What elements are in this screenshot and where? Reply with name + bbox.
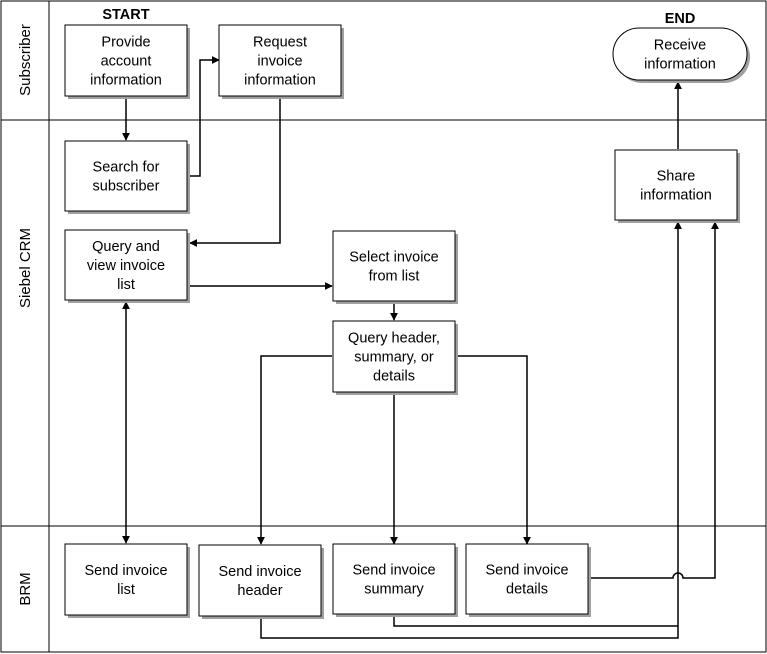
node-label-line: Send invoice	[485, 563, 568, 579]
edge-query-to-send-header	[257, 355, 332, 545]
node-label-line: information	[644, 57, 716, 73]
node-label-line: list	[117, 277, 135, 293]
node-label-line: view invoice	[87, 258, 165, 274]
node-receive-information: Receive information	[612, 27, 750, 83]
node-label-line: information	[244, 73, 316, 89]
node-query-header-summary-details: Query header, summary, or details	[332, 320, 458, 395]
node-send-invoice-summary: Send invoice summary	[332, 543, 458, 617]
end-label: END	[665, 11, 696, 27]
node-label-line: Send invoice	[84, 563, 167, 579]
node-send-invoice-header: Send invoice header	[198, 544, 324, 619]
lane-label-subscriber: Subscriber	[17, 24, 34, 96]
node-label-line: summary	[364, 582, 424, 598]
edge-send-summary-to-share	[393, 614, 678, 627]
node-send-invoice-list: Send invoice list	[64, 543, 190, 618]
node-label-line: Receive	[654, 38, 706, 54]
node-box	[218, 24, 342, 97]
node-label-line: header	[237, 583, 282, 599]
node-search-subscriber: Search for subscriber	[64, 140, 190, 214]
node-box	[332, 320, 456, 393]
node-provide-account-info: Provide account information	[64, 24, 190, 99]
node-box	[465, 543, 589, 615]
node-label-line: information	[640, 188, 712, 204]
node-box	[332, 230, 456, 302]
node-label-line: account	[101, 54, 152, 70]
node-box	[64, 229, 188, 301]
edge-send-details-to-share	[588, 221, 719, 579]
node-label-line: Query header,	[348, 331, 440, 347]
node-label-line: details	[506, 582, 548, 598]
edge-search-to-request	[188, 56, 220, 177]
lane-label-brm: BRM	[17, 572, 34, 605]
node-label-line: Send invoice	[218, 564, 301, 580]
node-label-line: Provide	[101, 35, 150, 51]
node-box	[614, 149, 738, 221]
node-label-line: Search for	[93, 160, 160, 176]
node-select-invoice: Select invoice from list	[332, 230, 458, 304]
node-box	[64, 24, 188, 97]
nodes: Provide account information Request invoice i…	[64, 24, 750, 619]
node-label-line: from list	[369, 269, 420, 285]
node-label-line: summary, or	[354, 350, 434, 366]
edge-request-to-query-list	[189, 96, 281, 247]
node-share-information: Share information	[614, 149, 740, 223]
lane-label-siebel-crm: Siebel CRM	[17, 228, 34, 308]
node-label-line: subscriber	[93, 179, 160, 195]
node-label-line: information	[90, 73, 162, 89]
node-query-view-invoice-list: Query and view invoice list	[64, 229, 190, 303]
node-label-line: list	[117, 582, 135, 598]
node-label-line: Send invoice	[352, 563, 435, 579]
node-box	[64, 140, 188, 212]
node-box	[612, 27, 748, 81]
node-label-line: Select invoice	[349, 250, 438, 266]
node-label-line: Share	[657, 169, 696, 185]
node-label-line: details	[373, 369, 415, 385]
node-label-line: Query and	[92, 239, 160, 255]
node-label-line: invoice	[257, 54, 302, 70]
edge-query-to-send-details	[455, 355, 531, 545]
node-label-line: Request	[253, 35, 307, 51]
node-box	[198, 544, 322, 617]
node-box	[332, 543, 456, 615]
start-label: START	[102, 7, 149, 23]
node-box	[64, 543, 188, 616]
node-send-invoice-details: Send invoice details	[465, 543, 591, 617]
edge-send-header-to-share	[260, 221, 682, 639]
connectors	[122, 56, 719, 639]
node-request-invoice-info: Request invoice information	[218, 24, 344, 99]
